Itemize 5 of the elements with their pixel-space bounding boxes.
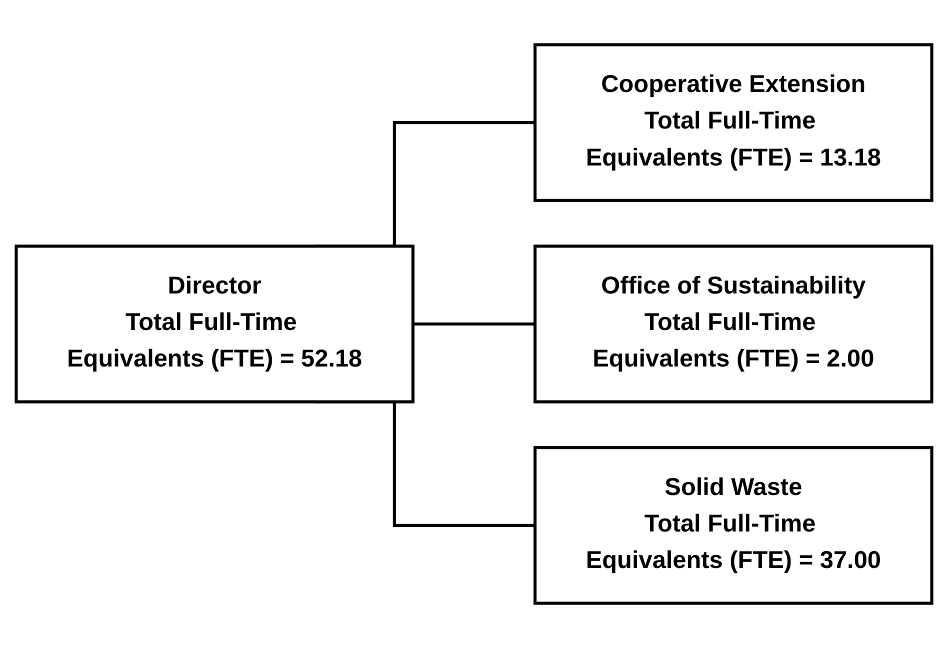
- node-box: Cooperative Extension Total Full-Time Equivalents (FTE) = 13.18: [534, 43, 934, 202]
- node-box: Director Total Full-Time Equivalents (FTE) = 52.18: [14, 244, 414, 404]
- node-box: Solid Waste Total Full-Time Equivalents (FTE) = 37.00: [534, 446, 934, 605]
- connector: [412, 322, 536, 326]
- node-box: Office of Sustainability Total Full-Time Equivalents (FTE) = 2.00: [534, 244, 934, 404]
